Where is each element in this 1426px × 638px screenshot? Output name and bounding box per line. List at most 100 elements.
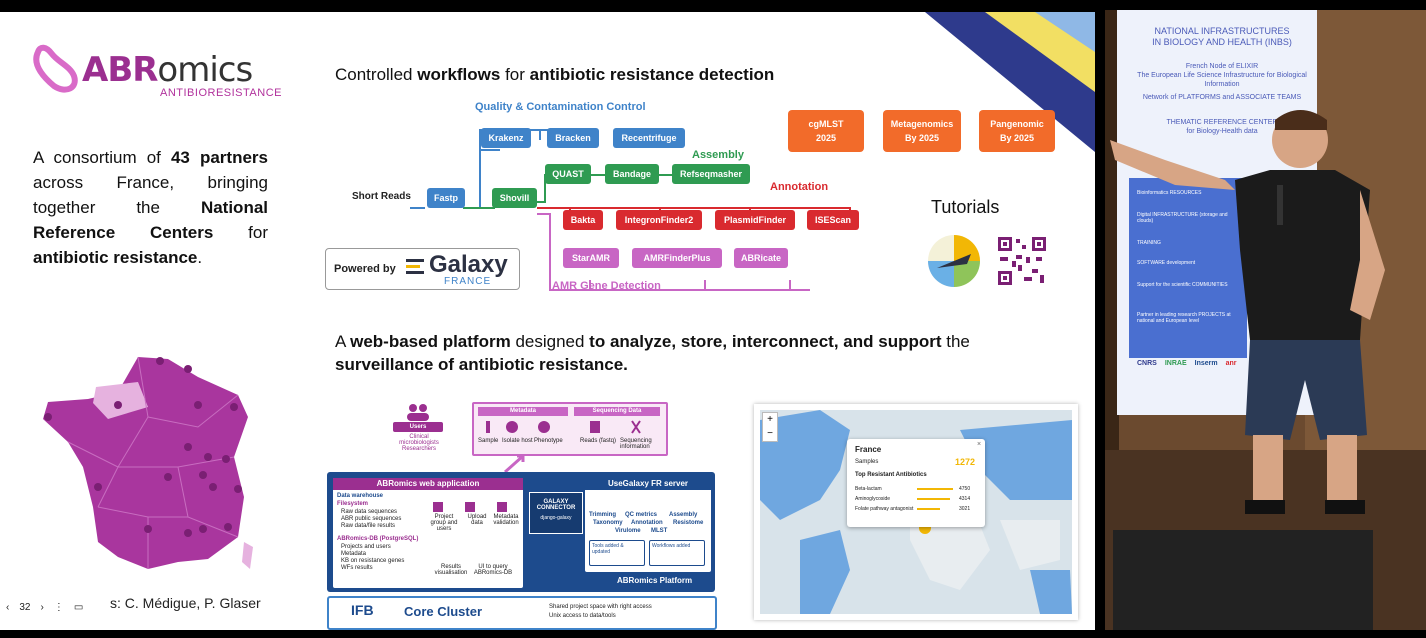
logo-subtitle: ANTIBIORESISTANCE xyxy=(160,87,282,99)
server-header: UseGalaxy FR server xyxy=(585,478,711,491)
screen-icon[interactable]: ▭ xyxy=(73,601,84,613)
galaxy-label: Galaxy xyxy=(429,251,508,278)
db-item-kb: KB on resistance genes xyxy=(341,558,405,564)
country-popup: × France Samples 1272 Top Resistant Anti… xyxy=(847,439,985,527)
upload-arrow-icon xyxy=(504,454,525,474)
seq-item-info: Sequencing information xyxy=(620,438,652,450)
cluster-item-unix: Unix access to data/tools xyxy=(549,613,616,619)
assembly-label: Assembly xyxy=(692,149,744,161)
next-slide-icon[interactable]: › xyxy=(40,601,44,613)
seq-item-reads: Reads (fastq) xyxy=(580,438,617,444)
db-label: ABRomics-DB (PostgreSQL) xyxy=(337,536,419,542)
platform-label: ABRomics Platform xyxy=(617,576,693,585)
workflows-title: Controlled workflows for antibiotic resi… xyxy=(335,65,775,84)
world-map-screenshot: + − × France Samples 1272 Top Resistant … xyxy=(754,404,1078,620)
qr-code-icon[interactable] xyxy=(996,235,1048,287)
intro-paragraph: A consortium of 43 partners across Franc… xyxy=(33,148,268,267)
short-reads-label: Short Reads xyxy=(352,191,411,202)
speaker-figure xyxy=(1110,110,1385,514)
zoom-out-button[interactable]: − xyxy=(767,428,773,439)
meta-item-sample: Sample xyxy=(478,438,499,444)
popup-row-name: Aminoglycoside xyxy=(855,496,891,502)
action-icons xyxy=(433,502,507,512)
server-item-resistome: Resistome xyxy=(673,520,704,526)
tool-bandage: Bandage xyxy=(605,164,659,184)
more-options-icon[interactable]: ⋮ xyxy=(53,601,64,613)
server-item-virulome: Virulome xyxy=(615,528,641,534)
filesystem-label: Filesystem xyxy=(337,501,369,507)
page-number: 32 xyxy=(19,601,31,613)
popup-close-icon[interactable]: × xyxy=(977,441,982,448)
action-project: Project group and users xyxy=(430,514,458,532)
banner-list: Bioinformatics RESOURCES Digital INFRAST… xyxy=(1129,178,1247,358)
fs-item-public: ABR public sequences xyxy=(341,516,402,522)
sequence-icons xyxy=(590,420,641,434)
logo-name-rest: omics xyxy=(157,50,253,90)
server-item-taxonomy: Taxonomy xyxy=(593,520,623,526)
core-cluster-panel: IFB Core Cluster Shared project space wi… xyxy=(327,596,717,630)
zoom-in-button[interactable]: + xyxy=(767,414,773,425)
ifb-label: IFB xyxy=(351,602,374,618)
logo-name-bold: ABR xyxy=(82,50,158,90)
metadata-header: Metadata xyxy=(478,407,568,416)
users-sublabel: Clinical microbiologists Researchers xyxy=(399,434,439,452)
architecture-diagram: Users Clinical microbiologists Researche… xyxy=(325,392,717,630)
popup-samples-value: 1272 xyxy=(955,457,976,467)
meta-item-phenotype: Phenotype xyxy=(534,438,563,444)
slide-controls: ‹ 32 › ⋮ ▭ xyxy=(6,596,83,618)
galaxy-sub-label: FRANCE xyxy=(444,276,492,287)
platform-title: A web-based platform designed to analyze… xyxy=(335,332,970,374)
popup-row-value: 3021 xyxy=(959,506,971,512)
zoom-control[interactable]: + − xyxy=(762,412,778,442)
tools-added-box: Tools added & updated xyxy=(589,540,645,566)
tool-refseqmasher: Refseqmasher xyxy=(672,164,750,184)
cluster-item-shared: Shared project space with right access xyxy=(549,604,652,610)
popup-row-value: 4314 xyxy=(959,496,971,502)
banner-network: Network of PLATFORMS and ASSOCIATE TEAMS xyxy=(1142,94,1302,101)
tutorials-label: Tutorials xyxy=(931,197,1000,217)
action-validation: Metadata validation xyxy=(493,514,519,526)
popup-row-name: Folate pathway antagonist xyxy=(855,506,914,512)
tool-recentrifuge: Recentrifuge xyxy=(613,128,685,148)
popup-bar xyxy=(917,498,950,500)
tool-amrfinderplus: AMRFinderPlus xyxy=(632,248,722,268)
galaxy-connector: GALAXY CONNECTOR django-galaxy xyxy=(529,492,583,534)
metadata-icons xyxy=(486,421,550,433)
server-item-annotation: Annotation xyxy=(631,520,663,526)
presentation-slide: ABRomics ANTIBIORESISTANCE A consortium … xyxy=(0,12,1095,630)
tool-quast: QUAST xyxy=(545,164,591,184)
tool-shovill: Shovill xyxy=(492,188,537,208)
prev-slide-icon[interactable]: ‹ xyxy=(6,601,10,613)
action-upload: Upload data xyxy=(467,514,487,526)
server-panel: UseGalaxy FR server Trimming QC metrics … xyxy=(585,478,711,572)
powered-by-label: Powered by xyxy=(334,263,396,275)
banner-partners: CNRS INRAE Inserm anr xyxy=(1137,360,1237,367)
webapp-header: ABRomics web application xyxy=(333,478,523,490)
tool-isescan: ISEScan xyxy=(807,210,859,230)
seqdata-header: Sequencing Data xyxy=(574,407,660,416)
qc-label: Quality & Contamination Control xyxy=(475,101,646,113)
popup-country: France xyxy=(855,445,882,454)
france-map xyxy=(43,356,253,569)
credits-text: s: C. Médigue, P. Glaser xyxy=(110,595,261,611)
warehouse-label: Data warehouse xyxy=(337,493,384,499)
results-query: UI to query ABRomics-DB xyxy=(473,564,513,576)
results-visualisation: Results visualisation xyxy=(434,564,468,576)
core-cluster-label: Core Cluster xyxy=(404,604,483,619)
users-label: Users xyxy=(393,422,443,432)
annotation-label: Annotation xyxy=(770,181,829,193)
fs-item-results: Raw data/file results xyxy=(341,523,396,529)
meta-item-host: Isolate host xyxy=(502,438,533,444)
server-item-assembly: Assembly xyxy=(669,512,698,518)
tool-krakenz: Krakenz xyxy=(481,128,531,148)
tool-staramr: StarAMR xyxy=(563,248,619,268)
tool-abricate: ABRicate xyxy=(734,248,788,268)
platform-panel: ABRomics web application Data warehouse … xyxy=(327,472,715,592)
webapp-panel: ABRomics web application Data warehouse … xyxy=(333,478,523,588)
users-icon xyxy=(407,404,429,421)
